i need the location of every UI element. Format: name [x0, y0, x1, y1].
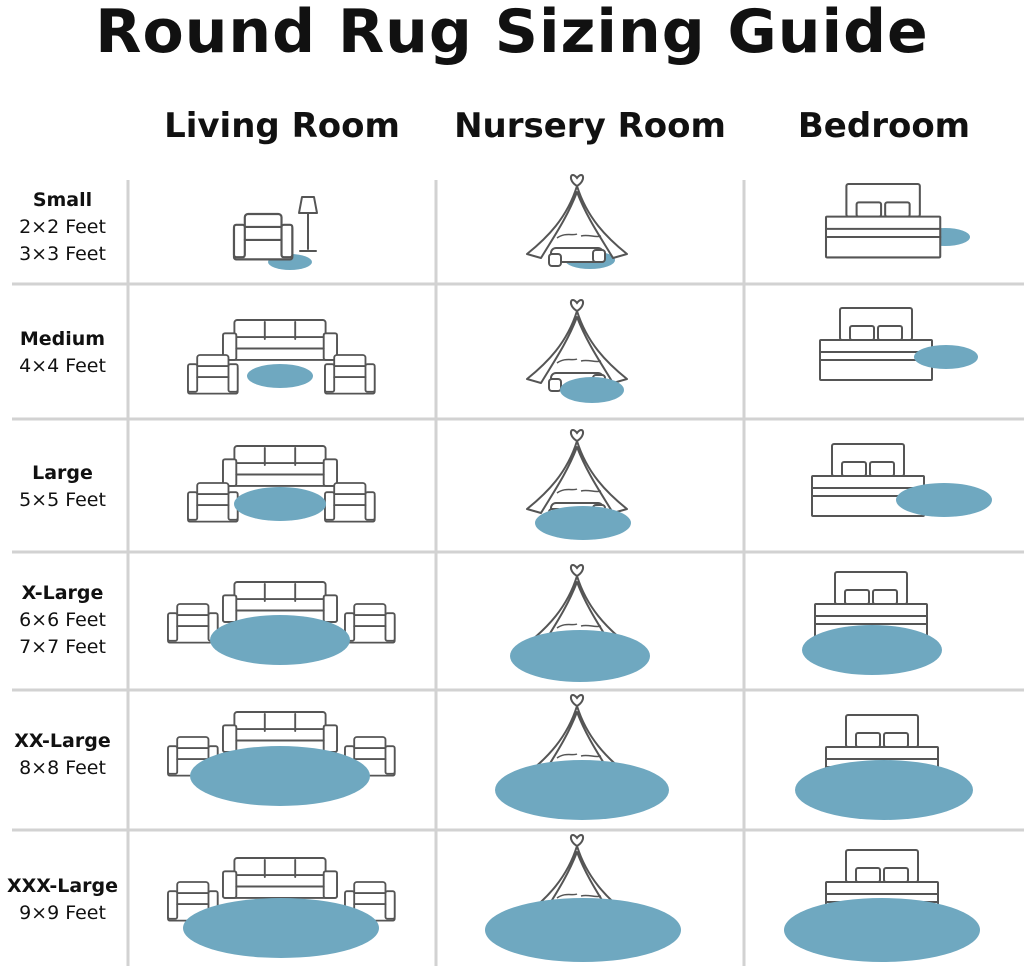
rug-ellipse [190, 746, 370, 806]
row-label-medium: Medium 4×4 Feet [19, 328, 106, 377]
nursery-room-medium-illustration [560, 377, 624, 403]
row-label-xxx-large: XXX-Large 9×9 Feet [6, 875, 119, 924]
sofa-icon [222, 445, 338, 487]
bedroom-x-large-illustration [802, 625, 942, 675]
row-label-small: Small 2×2 Feet 3×3 Feet [19, 189, 106, 265]
armchair-icon [167, 603, 219, 644]
armchair-icon [187, 482, 239, 523]
sofa-icon [222, 319, 338, 361]
rug-ellipse [784, 898, 980, 962]
bedroom-xxx-large-illustration [784, 898, 980, 962]
sofa-icon [222, 711, 338, 753]
living-room-xx-large-illustration [190, 746, 370, 806]
rug-ellipse [495, 760, 669, 820]
bed-icon [811, 443, 925, 517]
bedroom-xx-large-illustration [795, 760, 973, 820]
column-header-bedroom: Bedroom [797, 106, 971, 146]
rug-ellipse [234, 487, 326, 521]
rug-ellipse [802, 625, 942, 675]
nursery-room-xx-large-illustration [495, 760, 669, 820]
rug-ellipse [183, 898, 379, 958]
living-room-large-illustration [234, 487, 326, 521]
canopy-crib-icon [526, 174, 628, 267]
living-room-x-large-illustration [210, 615, 350, 665]
bedroom-large-illustration [896, 483, 992, 517]
sofa-icon [222, 857, 338, 899]
rug-ellipse [210, 615, 350, 665]
rug-ellipse [247, 364, 313, 388]
page-title: Round Rug Sizing Guide [95, 0, 929, 67]
nursery-room-xxx-large-illustration [485, 898, 681, 962]
rug-ellipse [560, 377, 624, 403]
bed-icon [824, 182, 942, 259]
armchair-icon [187, 354, 239, 395]
canopy-crib-icon [526, 299, 628, 392]
rug-ellipse [914, 345, 978, 369]
rug-ellipse [485, 898, 681, 962]
column-header-nursery-room: Nursery Room [454, 106, 726, 146]
floor-lamp-icon [298, 196, 318, 252]
living-room-medium-illustration [247, 364, 313, 388]
armchair-icon [232, 212, 294, 261]
sofa-icon [222, 581, 338, 623]
column-header-living-room: Living Room [164, 106, 400, 146]
living-room-xxx-large-illustration [183, 898, 379, 958]
rug-ellipse [510, 630, 650, 682]
rug-ellipse [896, 483, 992, 517]
armchair-icon [344, 603, 396, 644]
grid-lines [12, 180, 1024, 966]
nursery-room-large-illustration [535, 506, 631, 540]
row-label-xx-large: XX-Large 8×8 Feet [14, 730, 111, 779]
bedroom-medium-illustration [914, 345, 978, 369]
bed-icon [819, 307, 933, 381]
rug-ellipse [535, 506, 631, 540]
armchair-icon [324, 482, 376, 523]
rug-ellipse [795, 760, 973, 820]
armchair-icon [324, 354, 376, 395]
row-label-large: Large 5×5 Feet [19, 462, 106, 511]
nursery-room-x-large-illustration [510, 630, 650, 682]
row-label-x-large: X-Large 6×6 Feet 7×7 Feet [19, 582, 106, 658]
